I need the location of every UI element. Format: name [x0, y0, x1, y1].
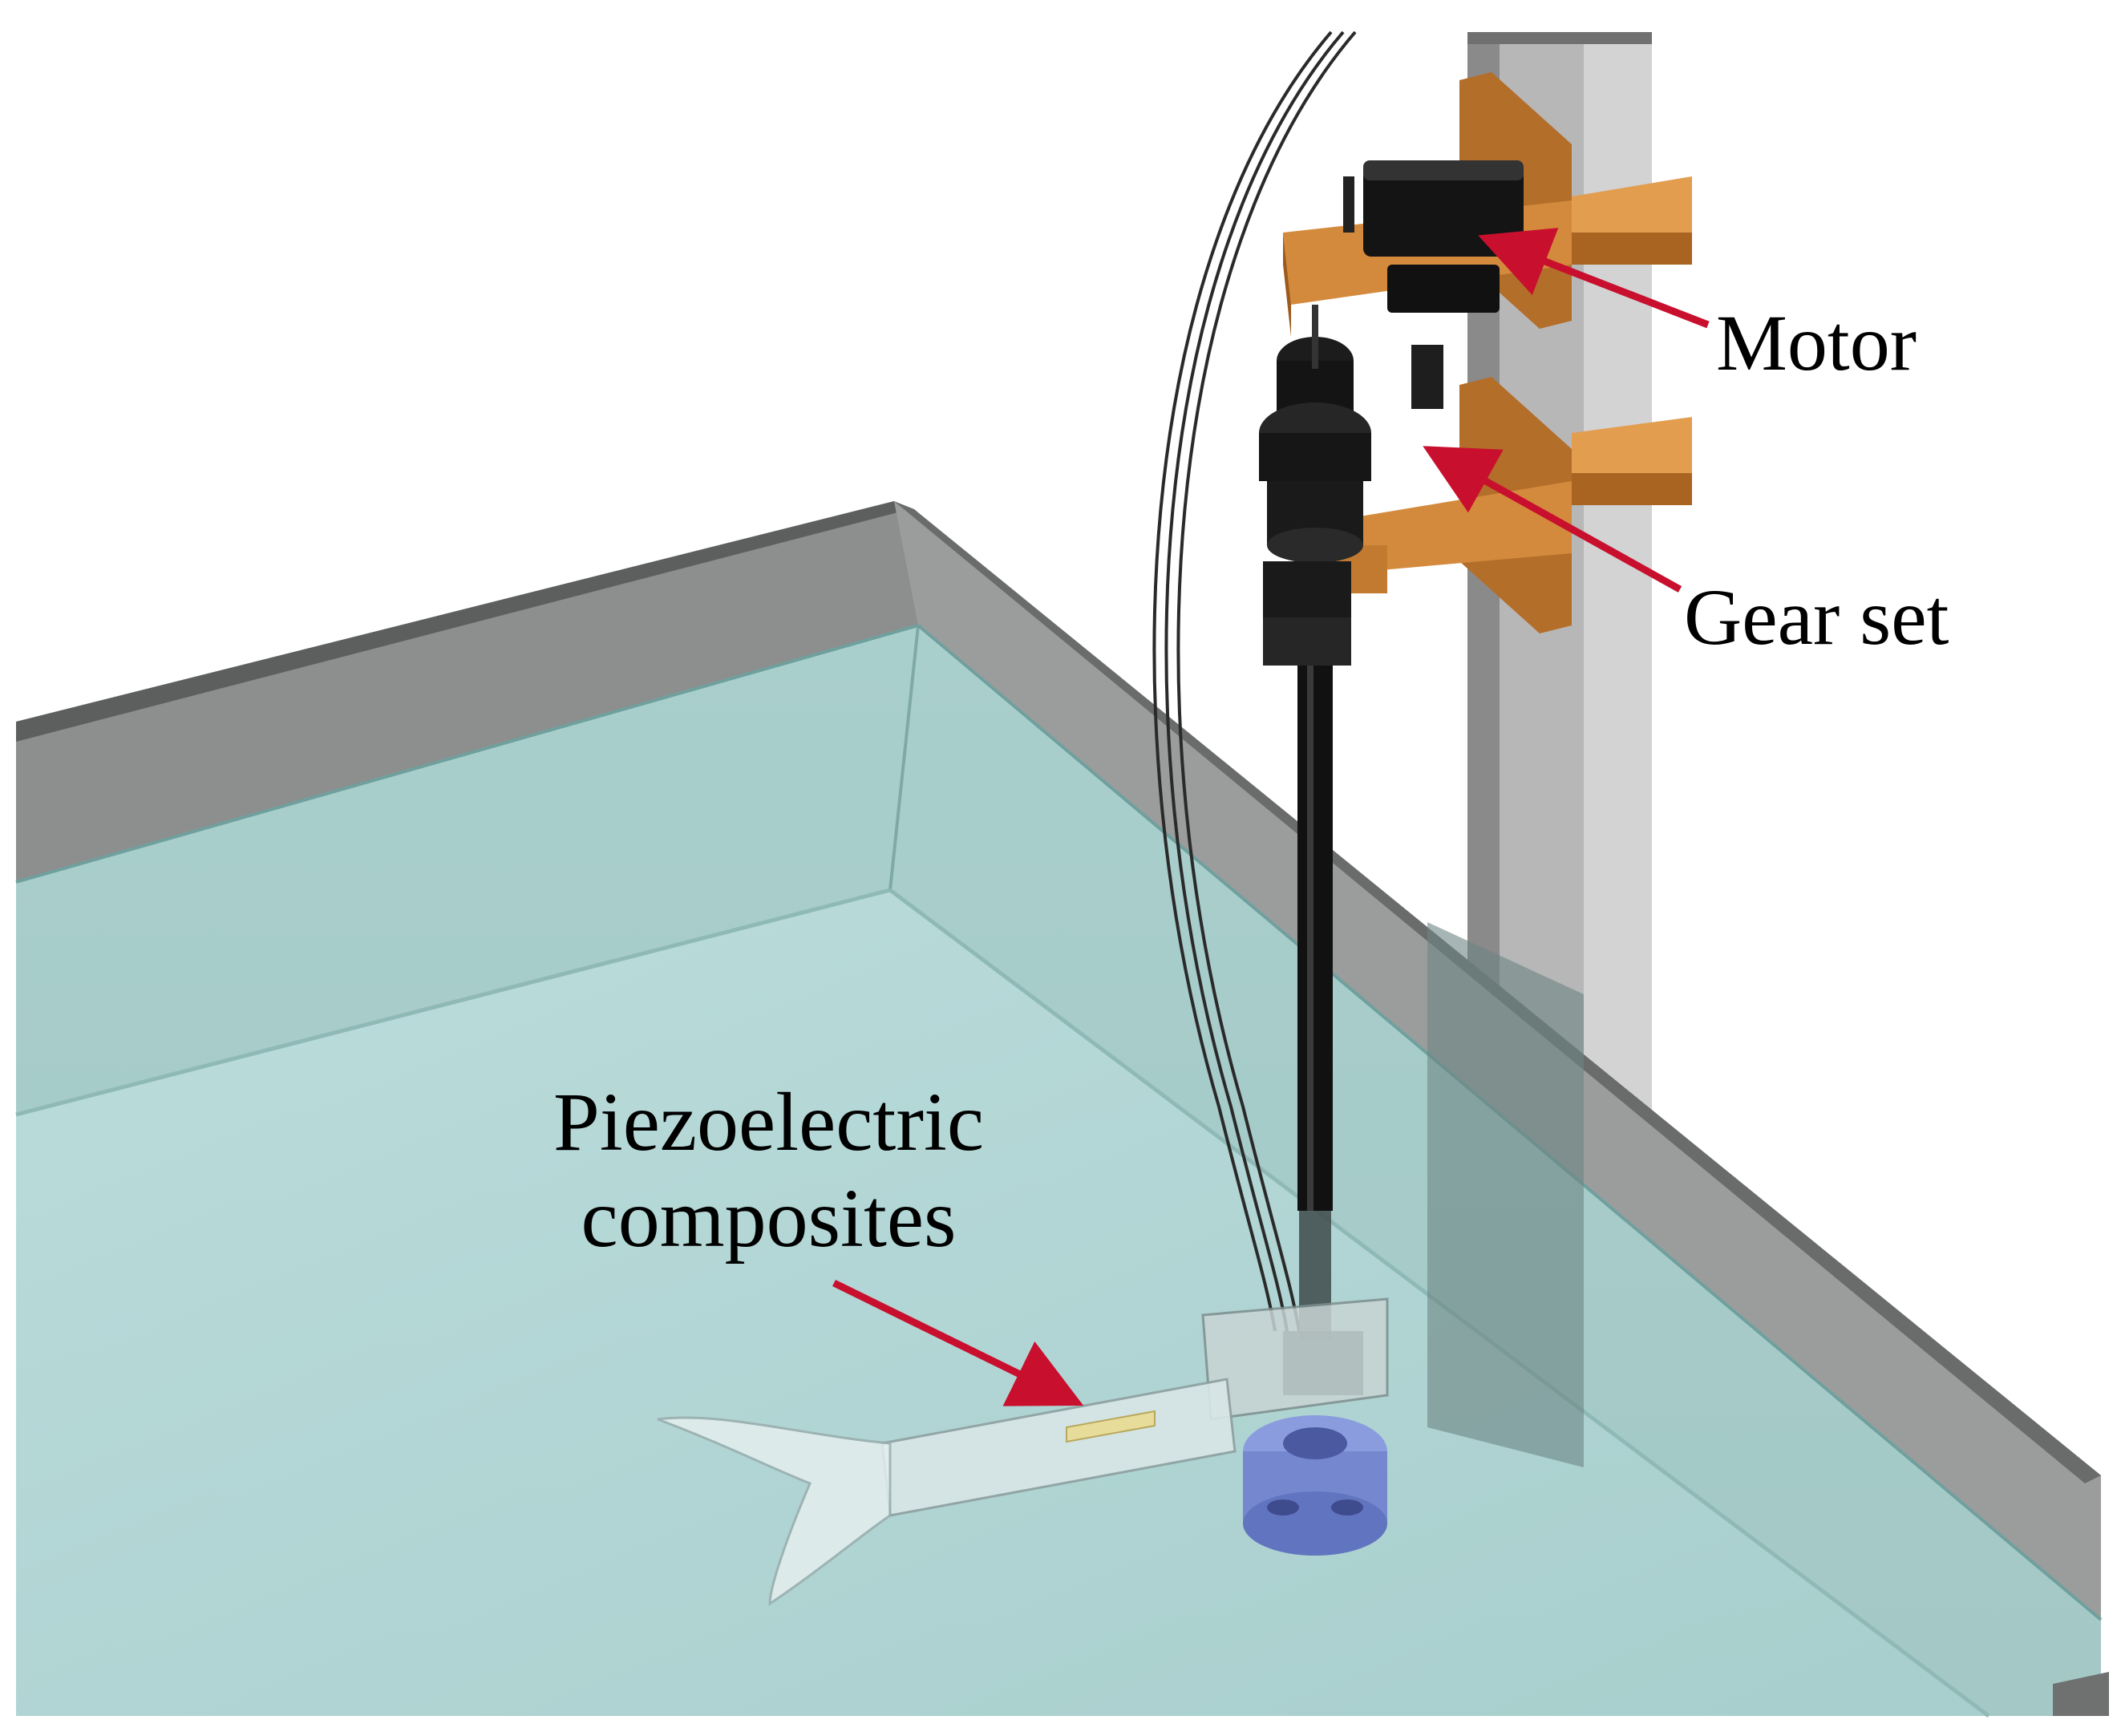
- shaft-coupler: [1263, 561, 1351, 666]
- gear-set: [1259, 305, 1443, 563]
- wires: [1152, 30, 1357, 1332]
- motor-arrow: [1478, 228, 1710, 329]
- gear-set-label: Gear set: [1684, 573, 1949, 662]
- caudal-fin: [657, 1416, 892, 1606]
- motor-label: Motor: [1716, 298, 1917, 387]
- piezoelectric-composites-label: Piezoelectric composites: [553, 1074, 984, 1266]
- support-pillar-submerged: [1427, 922, 1584, 1467]
- piezo-label-line2: composites: [581, 1171, 957, 1265]
- water-tank: [15, 501, 2109, 1718]
- piezo-label-line1: Piezoelectric: [553, 1076, 985, 1168]
- fish-mount: [1201, 1297, 1389, 1421]
- bearing: [1243, 1415, 1387, 1556]
- drive-shaft: [1297, 633, 1333, 1339]
- piezo-arrow: [832, 1279, 1084, 1406]
- gear-set-arrow: [1423, 446, 1682, 593]
